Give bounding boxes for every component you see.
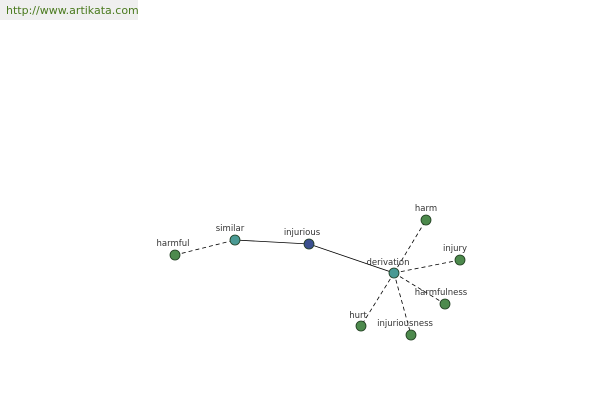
node-similar[interactable]: similar bbox=[216, 224, 245, 246]
node-injurious[interactable]: injurious bbox=[284, 228, 321, 250]
nodes-layer: harmful similar injurious derivation harm inj… bbox=[157, 204, 468, 341]
url-bar: http://www.artikata.com bbox=[0, 0, 139, 20]
edge-derivation-hurt bbox=[360, 272, 395, 327]
node-hurt[interactable]: hurt bbox=[349, 311, 367, 332]
node-harmfulness[interactable]: harmfulness bbox=[415, 288, 468, 310]
node-harm[interactable]: harm bbox=[415, 204, 437, 226]
node-label-injurious: injurious bbox=[284, 228, 321, 238]
edge-similar-injurious bbox=[234, 239, 310, 245]
node-label-harmfulness: harmfulness bbox=[415, 288, 468, 298]
node-injuriousness[interactable]: injuriousness bbox=[377, 319, 433, 341]
node-circle-injurious[interactable] bbox=[303, 238, 315, 250]
node-circle-similar[interactable] bbox=[229, 234, 241, 246]
node-label-hurt: hurt bbox=[349, 311, 367, 321]
node-injury[interactable]: injury bbox=[443, 244, 467, 266]
node-label-derivation: derivation bbox=[366, 258, 409, 268]
node-label-similar: similar bbox=[216, 224, 245, 234]
edge-injurious-derivation bbox=[308, 243, 395, 274]
node-harmful[interactable]: harmful bbox=[157, 239, 190, 261]
site-url-link[interactable]: http://www.artikata.com bbox=[6, 4, 139, 17]
node-circle-harmfulness[interactable] bbox=[439, 298, 451, 310]
edge-derivation-harmfulness bbox=[393, 272, 446, 305]
node-label-harmful: harmful bbox=[157, 239, 190, 249]
edge-harmful-similar bbox=[174, 239, 236, 256]
node-circle-harm[interactable] bbox=[420, 214, 432, 226]
node-circle-derivation[interactable] bbox=[388, 267, 400, 279]
edge-derivation-harm bbox=[393, 219, 427, 274]
node-circle-hurt[interactable] bbox=[355, 320, 367, 332]
node-label-injury: injury bbox=[443, 244, 467, 254]
edges-layer bbox=[174, 219, 461, 336]
node-derivation[interactable]: derivation bbox=[366, 258, 410, 279]
node-circle-injury[interactable] bbox=[454, 254, 466, 266]
node-circle-harmful[interactable] bbox=[169, 249, 181, 261]
edge-derivation-injuriousness bbox=[393, 272, 412, 336]
node-label-harm: harm bbox=[415, 204, 437, 214]
node-circle-injuriousness[interactable] bbox=[405, 329, 417, 341]
edge-derivation-injury bbox=[393, 259, 461, 274]
node-label-injuriousness: injuriousness bbox=[377, 319, 433, 329]
